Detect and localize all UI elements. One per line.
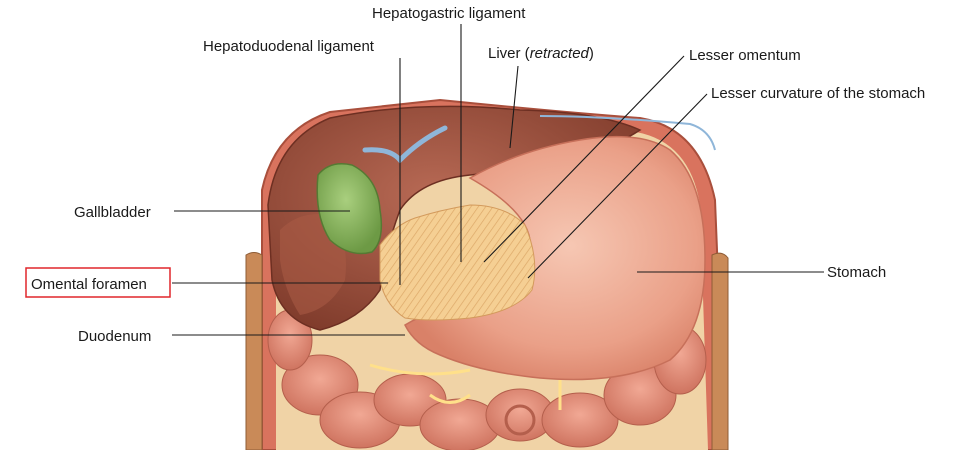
lesser-omentum: [379, 204, 536, 321]
leader-liver: [509, 65, 519, 149]
right-wall-band: [711, 252, 729, 450]
label-duodenum: Duodenum: [78, 328, 151, 345]
label-liver: Liver (retracted): [488, 45, 594, 62]
label-stomach: Stomach: [827, 264, 886, 281]
labels: Hepatogastric ligament Hepatoduodenal li…: [25, 5, 925, 345]
leader-lesser-omentum: [483, 55, 685, 263]
top-peritoneum: [539, 115, 716, 151]
label-lesser-curvature: Lesser curvature of the stomach: [711, 85, 925, 102]
gallbladder-shape: [316, 163, 383, 255]
label-gallbladder: Gallbladder: [74, 204, 151, 221]
label-omental-foramen: Omental foramen: [31, 276, 147, 293]
leader-lesser-curvature: [527, 93, 708, 279]
label-hepatoduodenal-ligament: Hepatoduodenal ligament: [203, 38, 375, 55]
anatomy-illustration: [245, 98, 729, 450]
omental-foramen-highlight-box: [25, 267, 171, 298]
label-lesser-omentum: Lesser omentum: [689, 47, 801, 64]
label-hepatogastric-ligament: Hepatogastric ligament: [372, 5, 526, 22]
intestines: [267, 309, 707, 450]
leader-lines: [172, 24, 824, 336]
left-wall-band: [245, 252, 263, 450]
